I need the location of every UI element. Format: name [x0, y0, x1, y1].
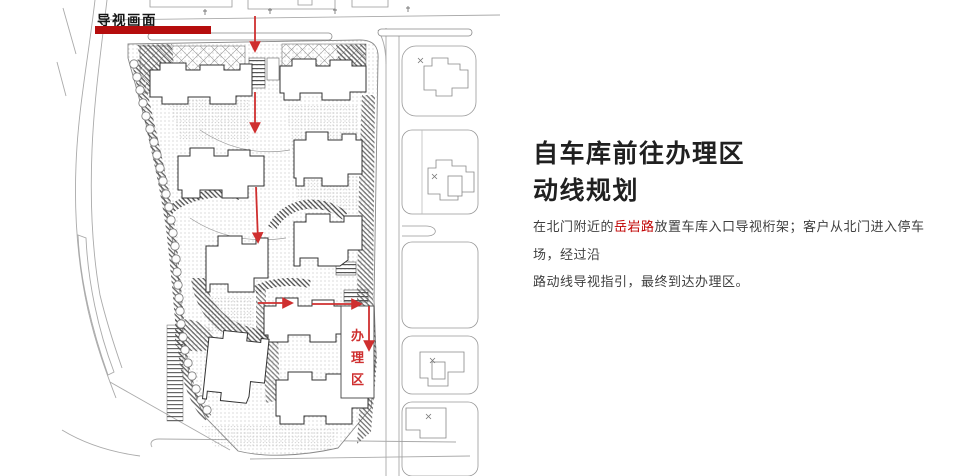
building-footprint: [405, 407, 447, 439]
buildings: [149, 58, 369, 425]
building-footprint: [423, 57, 469, 97]
description-line2: 路动线导视指引，最终到达办理区。: [533, 274, 750, 289]
building-footprint: [279, 58, 367, 101]
processing-area-char: 区: [351, 372, 364, 387]
building-footprint: [293, 213, 363, 267]
plan-tag-underline: [95, 26, 211, 34]
page-title-line2: 动线规划: [533, 177, 640, 205]
tree-icon: [417, 57, 438, 420]
building-footprint: [293, 131, 363, 187]
page-title: 自车库前往办理区 动线规划: [533, 136, 745, 210]
building-footprint: [177, 147, 265, 199]
east-neighbor-parcels: [401, 45, 479, 476]
site-plan: 办 理 区: [56, 0, 501, 476]
route-arrow: [251, 186, 264, 244]
road-name-highlight: 岳岩路: [614, 219, 655, 234]
north-neighbor-buildings: [149, 0, 389, 10]
description-line1: 在北门附近的岳岩路放置车库入口导视桁架；客户从北门进入停车场，经过沿: [533, 213, 933, 268]
site-plan-drawing: 办 理 区: [56, 0, 501, 476]
tree-row: [129, 59, 212, 415]
description-text: 放置车库入口导视桁架；客户从北门进入停车场，经过沿: [533, 219, 925, 262]
route-arrows: [249, 16, 375, 352]
building-footprint: [205, 235, 269, 293]
plan-tag-label: 导视画面: [97, 13, 157, 28]
building-footprint: [149, 62, 253, 105]
north-road: [119, 6, 473, 41]
building-footprint: [201, 329, 270, 404]
description: 在北门附近的岳岩路放置车库入口导视桁架；客户从北门进入停车场，经过沿 路动线导视…: [533, 213, 933, 296]
description-text: 在北门附近的: [533, 219, 615, 234]
processing-area-char: 办: [351, 328, 364, 343]
street-lamp-icon: [203, 6, 410, 15]
processing-area-char: 理: [351, 350, 364, 365]
page-title-line1: 自车库前往办理区: [533, 140, 746, 168]
